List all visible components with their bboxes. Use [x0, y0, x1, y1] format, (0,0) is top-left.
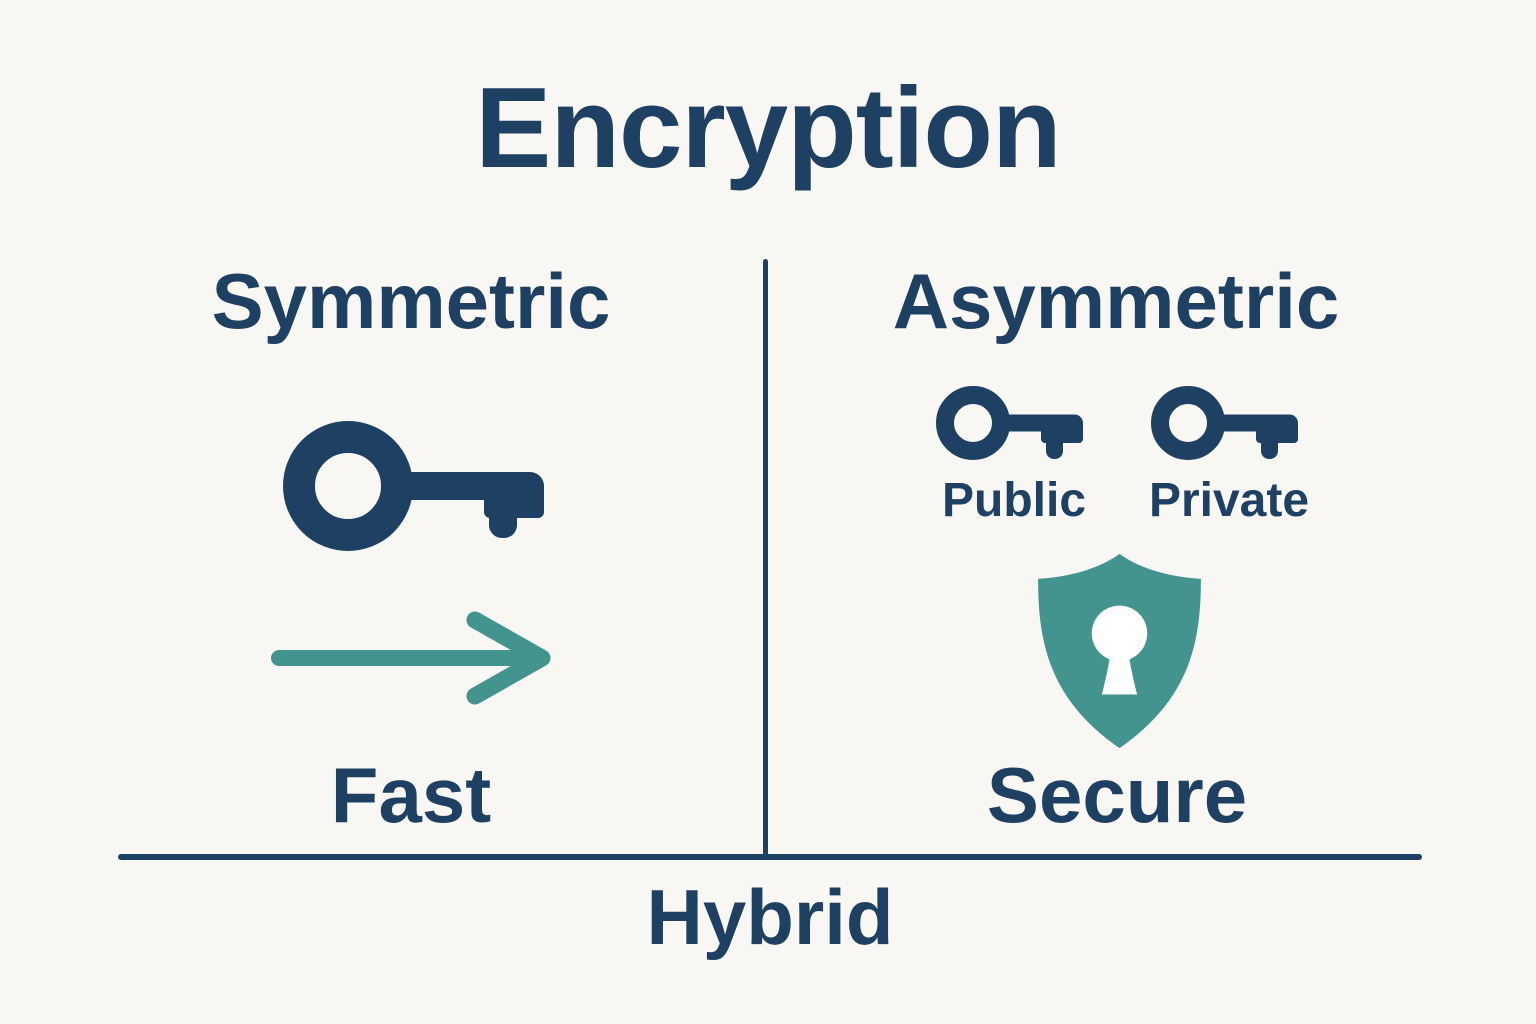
private-key-label: Private — [1148, 474, 1310, 527]
asymmetric-heading: Asymmetric — [892, 257, 1340, 345]
keyhole-circle — [1091, 605, 1148, 662]
secure-label: Secure — [986, 751, 1248, 839]
hybrid-label: Hybrid — [646, 873, 894, 961]
fast-label: Fast — [330, 751, 492, 839]
keyhole-stem — [1101, 648, 1138, 695]
hybrid-divider-line — [118, 854, 1422, 860]
public-key-icon — [936, 386, 1083, 460]
column-divider-line — [763, 259, 768, 857]
arrow-right-icon — [271, 611, 551, 705]
symmetric-heading: Symmetric — [211, 257, 611, 345]
key-icon — [283, 421, 544, 551]
public-key-label: Public — [941, 474, 1087, 527]
private-key-icon — [1151, 386, 1298, 460]
page-title: Encryption — [475, 65, 1061, 192]
shield-keyhole-icon — [1038, 553, 1201, 749]
